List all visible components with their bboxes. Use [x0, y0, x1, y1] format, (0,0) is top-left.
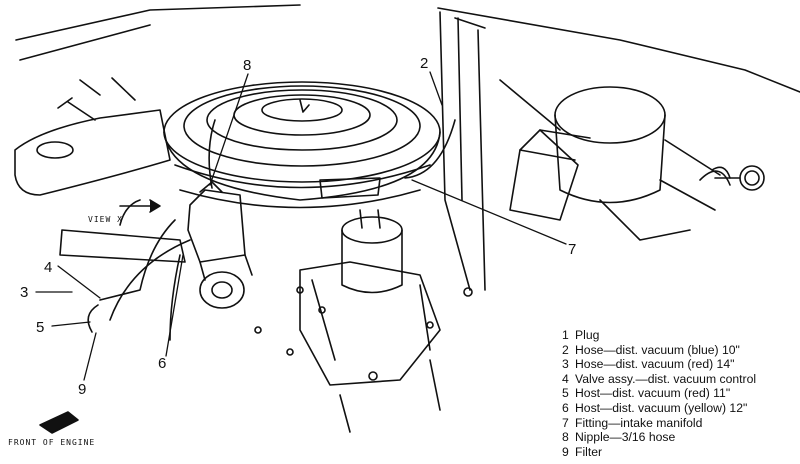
legend-item-number: 6 — [562, 400, 569, 415]
callout-5: 5 — [36, 319, 44, 336]
brake-booster — [509, 86, 731, 241]
legend-item: 3 Hose—dist. vacuum (red) 14" — [562, 357, 794, 372]
legend-item-number: 7 — [562, 415, 569, 430]
legend-item: 7 Fitting—intake manifold — [562, 416, 794, 431]
carburetor-body — [254, 209, 473, 433]
callout-9: 9 — [78, 381, 86, 398]
legend-item-number: 4 — [562, 371, 569, 386]
air-cleaner-assembly — [163, 81, 441, 209]
legend-item-text: Hose—dist. vacuum (blue) 10" — [575, 342, 740, 357]
legend-item: 9 Filter — [562, 445, 794, 460]
intake-fitting-plug — [711, 165, 765, 191]
legend-item-number: 8 — [562, 430, 569, 445]
leader-lines — [35, 71, 567, 381]
legend-item-number: 9 — [562, 444, 569, 459]
legend-item: 4 Valve assy.—dist. vacuum control — [562, 372, 794, 387]
view-x-arrow — [119, 199, 161, 213]
callout-8: 8 — [243, 57, 251, 74]
distributor — [187, 181, 253, 309]
legend-item-text: Fitting—intake manifold — [575, 415, 703, 430]
legend-item: 2 Hose—dist. vacuum (blue) 10" — [562, 343, 794, 358]
callout-2: 2 — [420, 55, 428, 72]
callout-6: 6 — [158, 355, 166, 372]
air-intake-snorkel — [14, 77, 171, 196]
legend-item-number: 3 — [562, 357, 569, 372]
hood-outline — [15, 4, 800, 291]
legend-item: 8 Nipple—3/16 hose — [562, 430, 794, 445]
legend-item: 6 Host—dist. vacuum (yellow) 12" — [562, 401, 794, 416]
view-x-label: VIEW X — [88, 215, 123, 224]
legend-item-number: 1 — [562, 328, 569, 342]
legend-item-text: Filter — [575, 444, 603, 459]
legend-item: 5 Host—dist. vacuum (red) 11" — [562, 386, 794, 401]
vacuum-hoses — [59, 119, 456, 341]
legend-item-number: 5 — [562, 386, 569, 401]
legend-item-text: Hose—dist. vacuum (red) 14" — [575, 357, 735, 372]
front-of-engine-arrow — [39, 411, 79, 434]
legend-item-text: Valve assy.—dist. vacuum control — [575, 371, 757, 386]
callout-3: 3 — [20, 284, 28, 301]
legend-item-text: Plug — [575, 328, 600, 342]
callout-7: 7 — [568, 241, 576, 258]
front-of-engine-label: FRONT OF ENGINE — [8, 438, 95, 447]
legend-item-number: 2 — [562, 342, 569, 357]
legend-item-text: Host—dist. vacuum (red) 11" — [575, 386, 731, 401]
callout-4: 4 — [44, 259, 52, 276]
parts-legend: 1 Plug 2 Hose—dist. vacuum (blue) 10" 3 Hose—… — [562, 328, 794, 459]
legend-item-text: Host—dist. vacuum (yellow) 12" — [575, 400, 748, 415]
legend-item: 1 Plug — [562, 328, 794, 343]
legend-item-text: Nipple—3/16 hose — [575, 430, 676, 445]
